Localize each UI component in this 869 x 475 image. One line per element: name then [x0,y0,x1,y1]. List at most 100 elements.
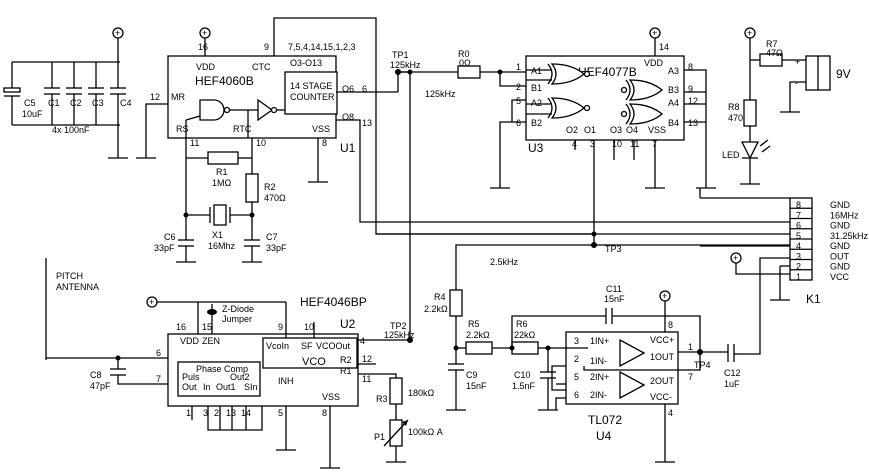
svg-text:VSS: VSS [322,392,340,402]
svg-text:C1: C1 [48,98,60,108]
svg-text:+: + [149,297,154,307]
svg-text:Phase Comp: Phase Comp [196,364,248,374]
svg-text:2.2kΩ: 2.2kΩ [466,330,490,340]
k1-pin-number: 1 [796,272,801,282]
vcc-symbol-u4: + [659,290,671,318]
svg-text:RTC: RTC [233,124,252,134]
svg-text:12: 12 [362,354,372,364]
svg-text:VCO: VCO [302,356,326,368]
svg-text:1IN-: 1IN- [590,356,607,366]
svg-text:47Ω: 47Ω [766,48,783,58]
u1-mr-wire [145,103,168,158]
svg-text:VDD: VDD [180,336,200,346]
svg-text:14: 14 [659,42,669,52]
svg-text:2IN+: 2IN+ [590,372,609,382]
resistor-r6 [511,341,539,355]
svg-text:8: 8 [668,320,673,330]
svg-text:TP4: TP4 [694,360,711,370]
capacitor-c2: C2 [66,62,82,125]
svg-text:8: 8 [688,62,693,72]
svg-text:+: + [747,28,752,38]
svg-text:6: 6 [516,118,521,128]
svg-text:9: 9 [278,322,283,332]
svg-text:1.5nF: 1.5nF [512,381,536,391]
svg-text:Puls: Puls [182,372,200,382]
svg-text:TP1: TP1 [392,50,409,60]
k1-pin-label: 31.25kHz [830,231,869,241]
k1-pin-number: 2 [796,262,801,272]
svg-text:B2: B2 [531,118,542,128]
svg-text:C11: C11 [606,284,622,294]
vcc-symbol-k1: + [730,252,790,275]
svg-text:B1: B1 [531,83,542,93]
chip-u2: HEF4046BP U2 16 15 9 10 VDD ZEN VcoIn SF… [156,295,372,418]
svg-text:10: 10 [304,322,314,332]
svg-text:Jumper: Jumper [222,314,252,324]
svg-text:0Ω: 0Ω [459,58,471,68]
svg-text:VCC-: VCC- [650,392,672,402]
svg-text:14 STAGE: 14 STAGE [290,81,332,91]
svg-text:O3-O13: O3-O13 [290,58,322,68]
svg-text:16: 16 [176,322,186,332]
svg-text:X1: X1 [212,230,223,240]
svg-text:+: + [115,28,120,38]
svg-text:10: 10 [256,138,266,148]
k1-pin-number: 8 [796,200,801,210]
svg-text:O4: O4 [626,125,638,135]
svg-text:Z-Diode: Z-Diode [222,304,254,314]
svg-text:TP2: TP2 [390,321,407,331]
k1-pin-label: OUT [830,251,850,261]
svg-text:+: + [652,28,657,38]
svg-text:VCOOut: VCOOut [316,341,351,351]
svg-text:470: 470 [728,113,743,123]
svg-text:11: 11 [190,138,199,148]
svg-text:33pF: 33pF [154,243,175,253]
svg-text:4: 4 [668,408,673,418]
svg-text:C9: C9 [466,370,478,380]
svg-text:125kHz: 125kHz [384,330,415,340]
svg-text:COUNTER: COUNTER [290,92,335,102]
svg-text:C7: C7 [266,232,278,242]
k1-pin-label: GND [830,241,851,251]
svg-text:+: + [733,253,738,263]
chip-u1: VDD 16 HEF4060B CTC 9 7,5,4,14,15,1,2,3 … [150,42,372,155]
svg-text:+: + [202,28,207,38]
svg-text:R4: R4 [434,292,446,302]
svg-text:3: 3 [590,139,595,149]
k1-pin-number: 7 [796,210,801,220]
svg-text:A3: A3 [668,66,679,76]
svg-text:12: 12 [688,96,698,106]
svg-text:11: 11 [362,374,371,384]
svg-text:K1: K1 [806,292,821,306]
svg-text:22kΩ: 22kΩ [514,330,536,340]
svg-text:VDD: VDD [644,58,664,68]
resistor-r5 [465,341,493,355]
svg-text:TP3: TP3 [605,244,622,254]
zener-jumper [207,309,217,315]
svg-text:3: 3 [574,336,579,346]
svg-text:+: + [662,291,667,301]
vcc-symbol-u2: + [146,296,198,308]
svg-text:9: 9 [264,42,269,52]
resistor-r4 [449,289,463,317]
capacitor-c8: C8 47pF [90,355,168,391]
svg-text:SIn: SIn [244,382,258,392]
svg-text:RS: RS [176,124,189,134]
svg-text:1uF: 1uF [724,379,740,389]
svg-text:R3: R3 [376,394,388,404]
svg-text:B3: B3 [668,85,679,95]
capacitor-bank: C5 10uF C1 C2 C3 C4 4x 100nF [3,61,132,159]
svg-text:R6: R6 [516,319,528,329]
pitch-antenna: PITCH ANTENNA [45,258,168,360]
svg-text:PITCH: PITCH [56,271,83,281]
svg-text:-: - [795,78,798,88]
svg-text:13: 13 [226,408,236,418]
svg-text:B4: B4 [668,118,679,128]
svg-text:C12: C12 [724,368,741,378]
k1-pin-label: 16MHz [830,210,859,220]
resistor-r1 [207,151,239,165]
svg-text:HEF4046BP: HEF4046BP [300,295,367,309]
svg-text:1: 1 [516,62,521,72]
svg-text:15nF: 15nF [604,294,625,304]
